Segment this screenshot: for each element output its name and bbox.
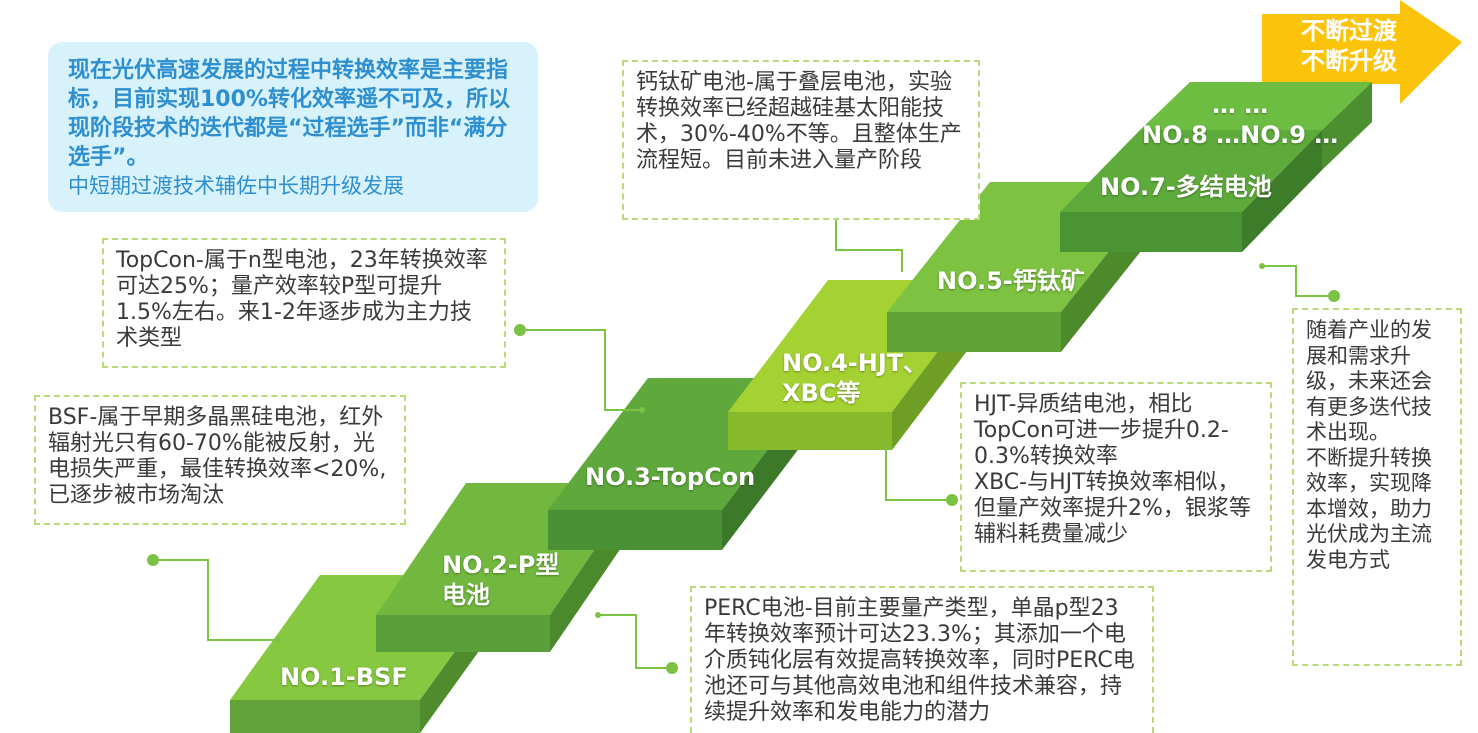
step-8-9-label-line-2: NO.8 …NO.9 …: [1142, 121, 1339, 149]
step-4-label: NO.4-HJT、 XBC等: [782, 348, 927, 408]
step-8-9-label-line-1: … …: [1211, 91, 1269, 119]
arrow-label: 不断过渡 不断升级: [1290, 16, 1408, 76]
note-perovskite: 钙钛矿电池-属于叠层电池，实验转换效率已经超越硅基太阳能技术，30%-40%不等…: [622, 60, 980, 220]
step-5-label: NO.5-钙钛矿: [937, 267, 1085, 295]
step-1-label: NO.1-BSF: [280, 663, 408, 691]
arrow-line-1: 不断过渡: [1301, 17, 1397, 45]
step-2-label-line-2: 电池: [442, 581, 490, 609]
note-future-1: 随着产业的发展和需求升级，未来还会有更多迭代技术出现。: [1306, 318, 1432, 444]
step-4-label-line-1: NO.4-HJT、: [782, 349, 928, 377]
connector-lines: [153, 202, 1334, 669]
step-2-label: NO.2-P型 电池: [442, 550, 559, 610]
note-topcon: TopCon-属于n型电池，23年转换效率可达25%；量产效率较P型可提升1.5…: [102, 238, 506, 368]
step-2-label-line-1: NO.2-P型: [442, 551, 560, 579]
note-hjt-xbc: HJT-异质结电池，相比TopCon可进一步提升0.2-0.3%转换效率 XBC…: [960, 382, 1272, 572]
step-4-label-line-2: XBC等: [782, 379, 861, 407]
step-3-label: NO.3-TopCon: [585, 463, 756, 491]
note-hjt: HJT-异质结电池，相比TopCon可进一步提升0.2-0.3%转换效率: [974, 392, 1229, 469]
note-future: 随着产业的发展和需求升级，未来还会有更多迭代技术出现。 不断提升转换效率，实现降…: [1292, 308, 1462, 666]
intro-sub: 中短期过渡技术辅佐中长期升级发展: [68, 174, 404, 198]
note-future-2: 不断提升转换效率，实现降本增效，助力光伏成为主流发电方式: [1306, 445, 1432, 572]
step-8-9-block: [1140, 82, 1372, 170]
step-7-label: NO.7-多结电池: [1100, 173, 1272, 201]
note-xbc: XBC-与HJT转换效率相似，但量产效率提升2%，银浆等辅料耗费量减少: [974, 470, 1251, 547]
intro-main: 现在光伏高速发展的过程中转换效率是主要指标，目前实现100%转化效率遥不可及，所…: [68, 58, 510, 170]
note-bsf: BSF-属于早期多晶黑硅电池，红外辐射光只有60-70%能被反射，光电损失严重，…: [34, 395, 406, 525]
arrow-line-2: 不断升级: [1301, 47, 1397, 75]
intro-box: 现在光伏高速发展的过程中转换效率是主要指标，目前实现100%转化效率遥不可及，所…: [48, 42, 538, 212]
note-perc: PERC电池-目前主要量产类型，单晶p型23年转换效率预计可达23.3%；其添加…: [690, 586, 1154, 733]
step-7-block: [1060, 130, 1322, 252]
progress-arrow: [1262, 0, 1462, 104]
step-8-9-label: … … NO.8 …NO.9 …: [1142, 90, 1338, 150]
